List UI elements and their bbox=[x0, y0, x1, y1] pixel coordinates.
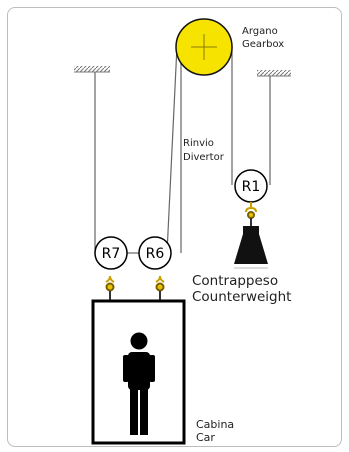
hook-car-right-icon bbox=[155, 275, 165, 301]
hook-counterweight-icon bbox=[245, 202, 257, 226]
ceiling-anchor-right bbox=[257, 70, 291, 77]
divertor-label-it: Rinvio bbox=[183, 138, 214, 149]
counterweight bbox=[234, 226, 268, 269]
counterweight-label-en: Counterweight bbox=[192, 289, 291, 305]
person-icon bbox=[123, 332, 155, 435]
pulley-r6-label: R6 bbox=[146, 246, 165, 262]
gearbox-label-it: Argano bbox=[242, 26, 278, 37]
pulley-r1: R1 bbox=[234, 169, 268, 203]
pulley-r6: R6 bbox=[138, 236, 172, 270]
ropes bbox=[94, 45, 271, 254]
gearbox-label-en: Gearbox bbox=[242, 39, 284, 50]
car-label-en: Car bbox=[196, 431, 215, 444]
ceiling-anchor-left bbox=[74, 66, 110, 73]
car-label-it: Cabina bbox=[196, 418, 234, 431]
pulley-r7: R7 bbox=[94, 236, 128, 270]
pulley-r1-label: R1 bbox=[242, 179, 261, 195]
counterweight-label-it: Contrappeso bbox=[192, 273, 278, 289]
car-cabin bbox=[91, 299, 186, 445]
divertor-label-en: Divertor bbox=[183, 152, 225, 163]
rope-r6-to-gearbox bbox=[166, 45, 178, 254]
diagram-frame bbox=[7, 7, 342, 447]
gearbox-pulley bbox=[175, 18, 233, 76]
hook-car-left-icon bbox=[105, 275, 115, 301]
pulley-r7-label: R7 bbox=[102, 246, 121, 262]
